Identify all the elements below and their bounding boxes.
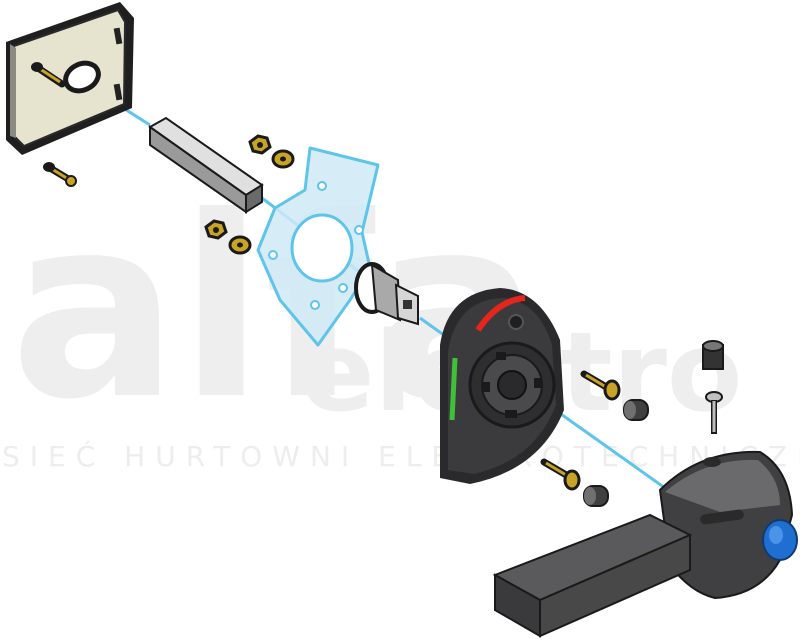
nut-lower bbox=[204, 219, 228, 240]
lock-knob bbox=[762, 519, 798, 561]
indicator-dial bbox=[440, 288, 564, 484]
screw-dial-lower bbox=[540, 458, 581, 491]
spacer-upper bbox=[623, 399, 649, 421]
dial-red-mark bbox=[475, 295, 526, 332]
handle-lever bbox=[492, 450, 794, 638]
shaft-coupler bbox=[354, 262, 419, 326]
screw-dial-upper bbox=[580, 370, 621, 401]
spacer-vertical bbox=[702, 340, 724, 370]
cover-plate bbox=[6, 2, 134, 155]
nut-upper bbox=[248, 134, 272, 155]
screw-top-left bbox=[31, 62, 66, 88]
dial-green-mark bbox=[449, 357, 458, 421]
square-shaft bbox=[148, 116, 264, 214]
screw-bottom-left bbox=[43, 162, 77, 187]
cover-plate-hole bbox=[63, 60, 101, 94]
watermark-tagline: SIEĆ HURTOWNI ELEKTROTECHNICZNYCH bbox=[2, 439, 800, 473]
screw-vertical bbox=[705, 391, 723, 434]
flange-center-hole bbox=[290, 213, 354, 283]
spacer-lower bbox=[583, 485, 609, 507]
washer-upper bbox=[271, 149, 295, 169]
washer-lower bbox=[228, 235, 252, 255]
mounting-flange bbox=[256, 146, 380, 347]
